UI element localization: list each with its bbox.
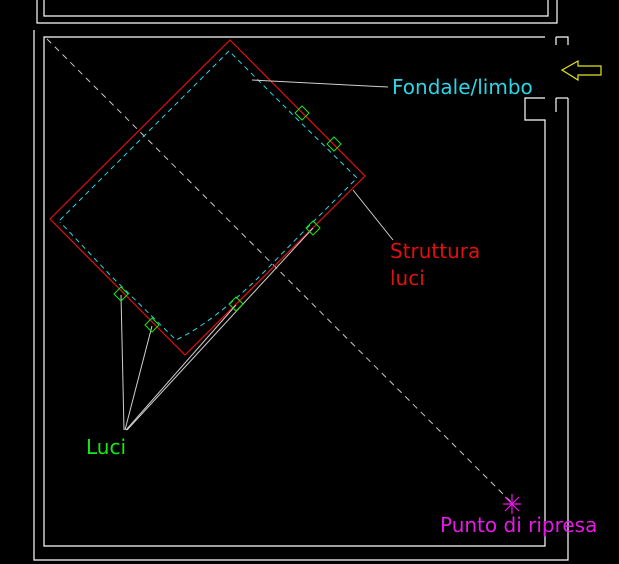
leader-lines: [120, 79, 394, 431]
luci-leader-4: [126, 227, 314, 431]
light-diamond-icon: [326, 136, 342, 152]
light-diamond-icon: [228, 296, 244, 312]
punto-label: Punto di ripresa: [440, 513, 597, 537]
room-walls: [33, 0, 569, 561]
fondale-leader: [251, 79, 389, 88]
light-diamond-icon: [144, 317, 160, 333]
light-diamond-icon: [113, 286, 129, 302]
light-diamond-icon: [294, 105, 310, 121]
top-wall-inner: [43, 0, 549, 17]
entrance-left-arrow-icon: [560, 59, 602, 82]
light-structure: [49, 39, 366, 356]
struttura-label-line2: luci: [390, 266, 425, 290]
fondale-label: Fondale/limbo: [392, 75, 533, 99]
right-outer-wall: [33, 30, 569, 561]
luci-leader-1: [120, 294, 125, 431]
camera-asterisk-icon: [503, 494, 521, 514]
luci-leader-3: [125, 304, 237, 431]
door-jamb: [556, 36, 569, 45]
camera-sightline: [46, 38, 513, 504]
backdrop-limbo: [59, 50, 358, 341]
light-diamond-icon: [305, 220, 321, 236]
main-wall-inner: [43, 36, 546, 547]
top-wall-segment: [36, 0, 558, 24]
struttura-leader: [352, 189, 394, 241]
lights: [113, 105, 342, 333]
struttura-label-line1: Struttura: [390, 239, 480, 263]
luci-label: Luci: [86, 435, 126, 459]
luci-leader-2: [124, 325, 153, 431]
